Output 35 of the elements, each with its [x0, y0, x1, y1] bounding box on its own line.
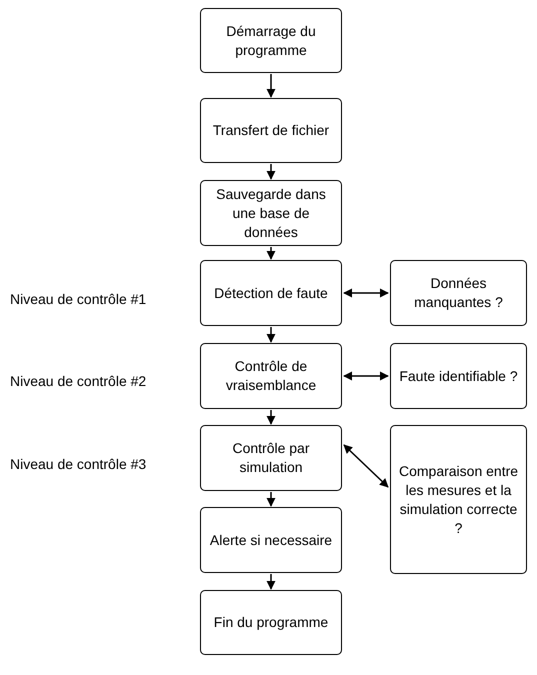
box-text: Sauvegarde dans une base de données [215, 184, 327, 242]
level-label: Niveau de contrôle #2 [10, 373, 146, 389]
arrow [266, 492, 276, 507]
box-text: Comparaison entre les mesures et la simulation correcte ? [398, 462, 520, 538]
process-box [200, 180, 342, 246]
arrow [266, 74, 276, 98]
process-box [200, 507, 342, 573]
level-label: Niveau de contrôle #1 [10, 291, 146, 307]
arrow [266, 164, 276, 180]
arrow [266, 327, 276, 343]
box-text: Alerte si necessaire [208, 530, 334, 550]
process-box [390, 343, 527, 409]
box-text: Faute identifiable ? [398, 366, 519, 386]
box-text: Détection de faute [213, 284, 329, 302]
process-box [390, 260, 527, 326]
arrow [266, 410, 276, 425]
box-text: Fin du programme [212, 613, 330, 632]
box-text: Contrôle de vraisemblance [224, 357, 318, 395]
arrow [343, 444, 389, 488]
box-text: Données manquantes ? [413, 274, 504, 312]
process-box [390, 425, 527, 574]
arrow [343, 372, 389, 380]
level-label: Niveau de contrôle #3 [10, 456, 146, 472]
process-box [200, 343, 342, 409]
arrow [266, 574, 276, 590]
process-box [200, 8, 342, 73]
process-box [200, 425, 342, 491]
process-box [200, 98, 342, 163]
process-box [200, 590, 342, 655]
box-text: Transfert de fichier [212, 121, 330, 140]
box-text: Contrôle par simulation [231, 439, 311, 477]
box-text: Démarrage du programme [225, 22, 317, 60]
arrow [266, 247, 276, 260]
process-box [200, 260, 342, 326]
arrow [343, 288, 389, 298]
